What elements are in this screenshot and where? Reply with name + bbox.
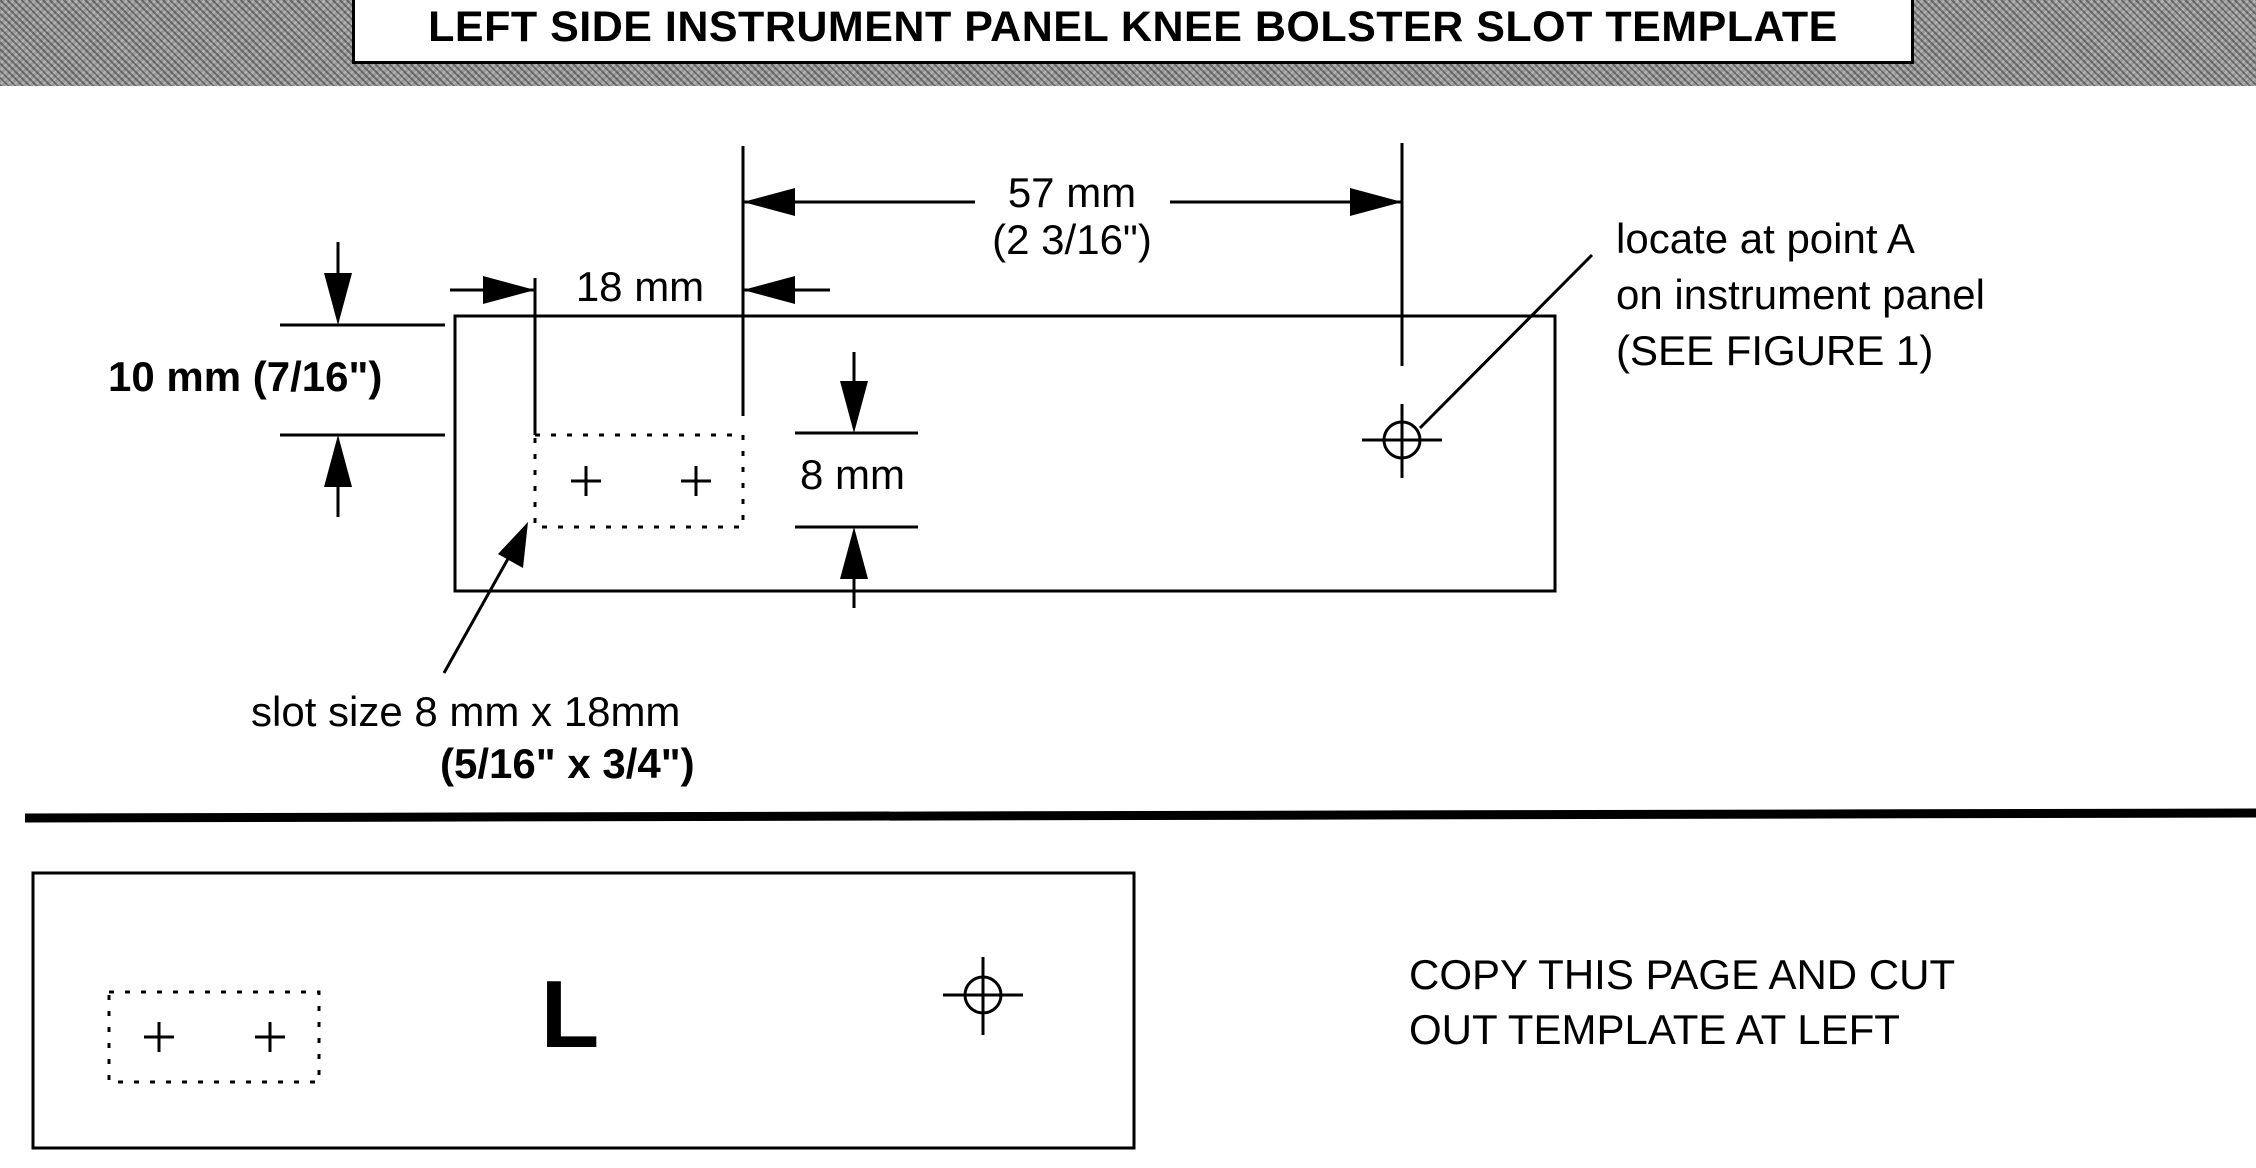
dim-57mm-inch-label: (2 3/16")	[992, 216, 1152, 263]
header-bar: LEFT SIDE INSTRUMENT PANEL KNEE BOLSTER …	[0, 0, 2256, 86]
locate-callout-line1: locate at point A	[1616, 215, 1915, 262]
crosshair-icon	[943, 957, 1023, 1035]
plus-mark-icon	[681, 466, 711, 496]
cutout-slot-outline	[107, 990, 321, 1084]
slot-callout-line2: (5/16" x 3/4")	[440, 740, 695, 787]
dim-10mm-label: 10 mm (7/16")	[108, 353, 382, 400]
instruction-line1: COPY THIS PAGE AND CUT	[1409, 951, 1955, 998]
dim-8mm	[795, 352, 918, 608]
cutout-template-outline	[31, 871, 1136, 1150]
locate-callout-line2: on instrument panel	[1616, 271, 1985, 318]
dim-18mm	[450, 276, 830, 435]
plus-mark-icon	[571, 466, 601, 496]
dim-8mm-label: 8 mm	[800, 451, 905, 498]
locate-leader	[1418, 253, 1594, 430]
panel-outline	[453, 314, 1557, 593]
dim-57mm-label: 57 mm	[1008, 169, 1136, 216]
instruction-line2: OUT TEMPLATE AT LEFT	[1409, 1006, 1900, 1053]
slot-outline	[533, 433, 745, 529]
header-title-box: LEFT SIDE INSTRUMENT PANEL KNEE BOLSTER …	[352, 0, 1914, 64]
dim-10mm	[280, 242, 445, 517]
locate-callout-line3: (SEE FIGURE 1)	[1616, 327, 1933, 374]
plus-mark-icon	[255, 1022, 285, 1052]
dim-18mm-label: 18 mm	[576, 263, 704, 310]
slot-callout-line1: slot size 8 mm x 18mm	[251, 688, 680, 735]
plus-mark-icon	[144, 1022, 174, 1052]
crosshair-icon	[1362, 404, 1442, 478]
dim-57mm	[741, 143, 1404, 416]
section-divider	[24, 808, 2256, 823]
slot-leader	[442, 522, 528, 674]
template-letter: L	[541, 961, 600, 1068]
page-title: LEFT SIDE INSTRUMENT PANEL KNEE BOLSTER …	[428, 3, 1838, 51]
